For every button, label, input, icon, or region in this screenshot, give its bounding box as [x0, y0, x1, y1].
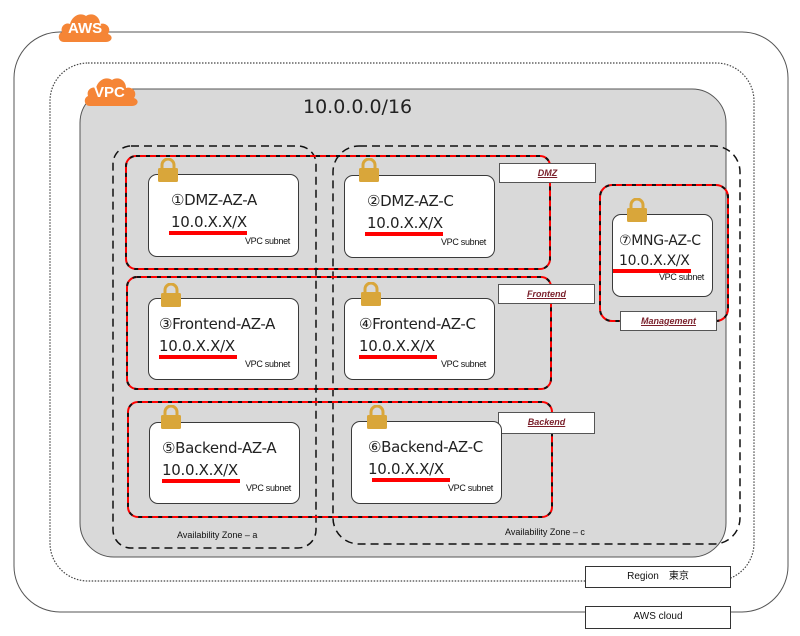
subnet-backend-az-a[interactable]: ⑤Backend-AZ-A 10.0.X.X/X VPC subnet [149, 422, 300, 504]
cidr-underline [365, 232, 443, 236]
subnet-kind: VPC subnet [658, 272, 704, 282]
vpc-cidr: 10.0.0.0/16 [303, 96, 413, 118]
tier-label-dmz: DMZ [499, 163, 596, 183]
subnet-dmz-az-c[interactable]: ②DMZ-AZ-C 10.0.X.X/X VPC subnet [344, 175, 495, 258]
subnet-cidr: 10.0.X.X/X [159, 337, 235, 355]
aws-badge-label: AWS [68, 20, 103, 37]
aws-cloud-border [13, 31, 789, 613]
tier-label-frontend: Frontend [498, 284, 595, 304]
region-label: Region 東京 [585, 566, 731, 588]
subnet-name: ①DMZ-AZ-A [171, 191, 257, 209]
subnet-name: ③Frontend-AZ-A [159, 315, 276, 333]
subnet-kind: VPC subnet [244, 359, 290, 369]
vpc-cloud-icon [84, 78, 138, 106]
vpc-cloud-badge: VPC [82, 72, 138, 108]
cidr-underline [372, 478, 450, 482]
subnet-frontend-az-a[interactable]: ③Frontend-AZ-A 10.0.X.X/X VPC subnet [148, 298, 299, 380]
subnet-kind: VPC subnet [440, 359, 486, 369]
subnet-backend-az-c[interactable]: ⑥Backend-AZ-C 10.0.X.X/X VPC subnet [351, 421, 502, 504]
subnet-cidr: 10.0.X.X/X [162, 461, 238, 479]
subnet-cidr: 10.0.X.X/X [619, 253, 690, 269]
subnet-name: ②DMZ-AZ-C [367, 192, 454, 210]
az-a-label: Availability Zone – a [177, 530, 258, 540]
tier-label-backend: Backend [498, 412, 595, 434]
subnet-cidr: 10.0.X.X/X [171, 213, 247, 231]
region-border [49, 62, 755, 582]
subnet-kind: VPC subnet [440, 237, 486, 247]
cidr-underline [162, 479, 240, 483]
tier-label-management: Management [620, 311, 717, 331]
az-a-border [112, 145, 317, 549]
subnet-name: ④Frontend-AZ-C [359, 315, 476, 333]
lock-icon [361, 282, 381, 306]
cidr-underline [613, 269, 691, 273]
tier-backend-border [127, 401, 553, 518]
aws-cloud-icon [58, 14, 112, 42]
subnet-kind: VPC subnet [447, 483, 493, 493]
subnet-frontend-az-c[interactable]: ④Frontend-AZ-C 10.0.X.X/X VPC subnet [344, 298, 495, 380]
lock-icon [367, 405, 387, 429]
cidr-underline [159, 355, 237, 359]
cidr-underline [169, 231, 247, 235]
subnet-kind: VPC subnet [244, 236, 290, 246]
lock-icon [627, 198, 647, 222]
subnet-name: ⑥Backend-AZ-C [368, 438, 483, 456]
tier-dmz-border [125, 155, 551, 270]
lock-icon [359, 158, 379, 182]
subnet-name: ⑤Backend-AZ-A [162, 439, 277, 457]
aws-cloud-label: AWS cloud [585, 606, 731, 629]
lock-icon [158, 158, 178, 182]
subnet-name: ⑦MNG-AZ-C [619, 233, 701, 249]
subnet-dmz-az-a[interactable]: ①DMZ-AZ-A 10.0.X.X/X VPC subnet [148, 174, 299, 257]
subnet-kind: VPC subnet [245, 483, 291, 493]
lock-icon [161, 283, 181, 307]
subnet-mng-az-c[interactable]: ⑦MNG-AZ-C 10.0.X.X/X VPC subnet [612, 214, 713, 297]
az-c-label: Availability Zone – c [505, 527, 585, 537]
subnet-cidr: 10.0.X.X/X [367, 214, 443, 232]
subnet-cidr: 10.0.X.X/X [368, 460, 444, 478]
vpc-badge-label: VPC [94, 84, 125, 101]
cidr-underline [359, 355, 437, 359]
subnet-cidr: 10.0.X.X/X [359, 337, 435, 355]
tier-frontend-border [126, 276, 552, 390]
aws-cloud-badge: AWS [56, 8, 114, 44]
lock-icon [161, 405, 181, 429]
